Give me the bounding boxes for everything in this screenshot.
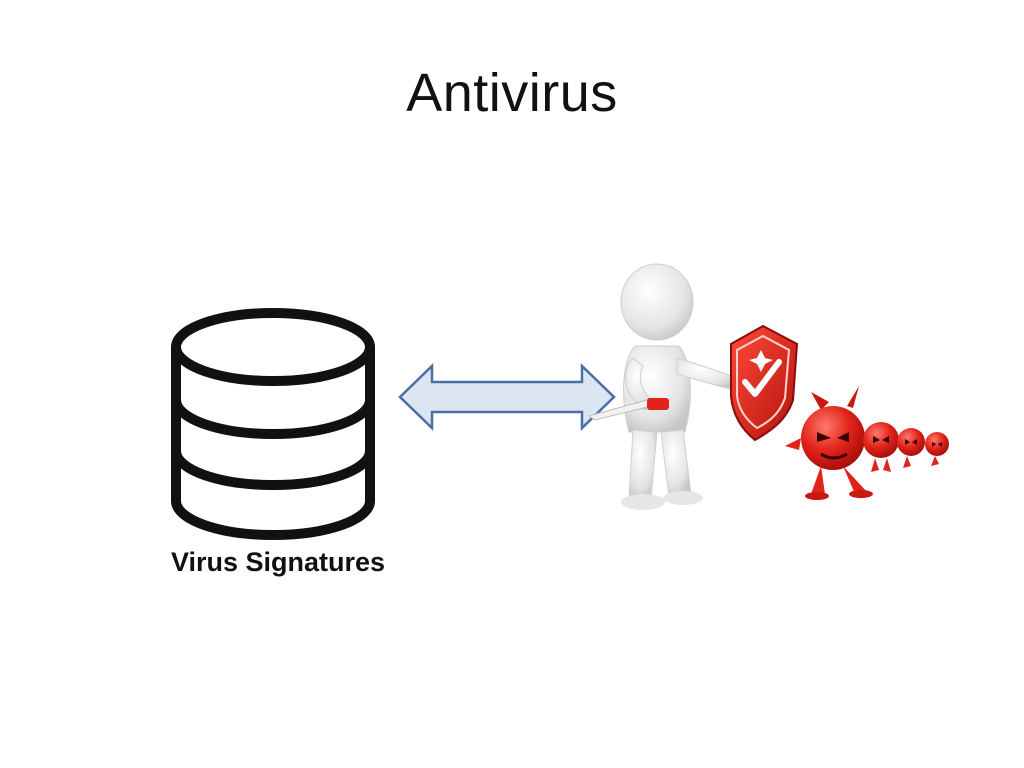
double-arrow-icon	[398, 363, 616, 431]
database-caption: Virus Signatures	[170, 547, 386, 577]
antivirus-illustration	[587, 263, 949, 510]
database-icon	[171, 308, 375, 540]
shield-icon	[730, 324, 799, 442]
virus-icon	[785, 386, 949, 500]
defender-figure-icon	[587, 263, 738, 510]
slide-title: Antivirus	[406, 63, 618, 123]
